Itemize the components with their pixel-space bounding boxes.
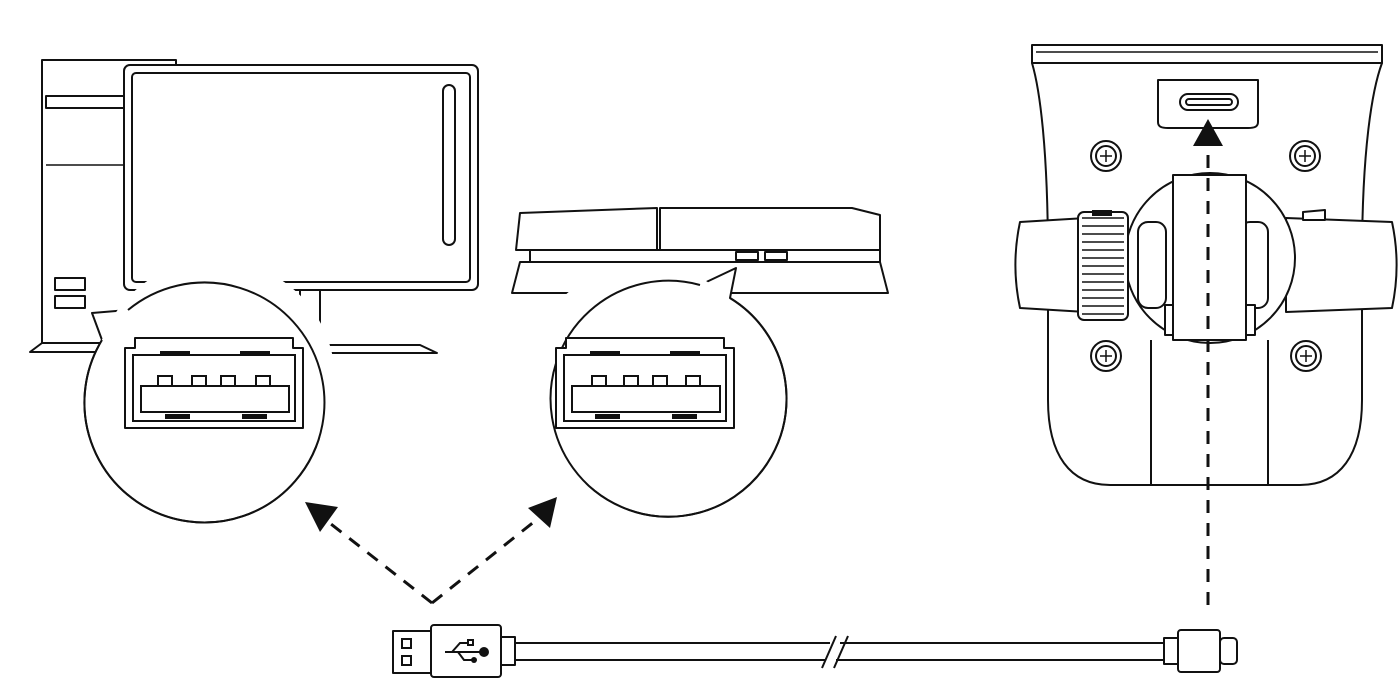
microphone-base-icon xyxy=(1014,44,1398,486)
usb-a-to-usb-c-cable-icon xyxy=(392,624,1238,678)
usb-a-port-icon xyxy=(124,337,304,429)
usb-symbol-icon xyxy=(445,639,489,663)
screw-icon xyxy=(1290,340,1322,372)
knob-icon xyxy=(1077,210,1129,321)
console-usb-port-zoom xyxy=(527,264,788,518)
usb-c-port-icon xyxy=(1179,93,1239,111)
screw-icon xyxy=(1289,140,1321,172)
desktop-computer-icon xyxy=(29,59,479,354)
usb-a-port-icon xyxy=(555,337,735,429)
pc-usb-port-zoom xyxy=(83,260,335,524)
connection-arrows xyxy=(305,119,1223,605)
screw-icon xyxy=(1090,340,1122,372)
screw-icon xyxy=(1090,140,1122,172)
